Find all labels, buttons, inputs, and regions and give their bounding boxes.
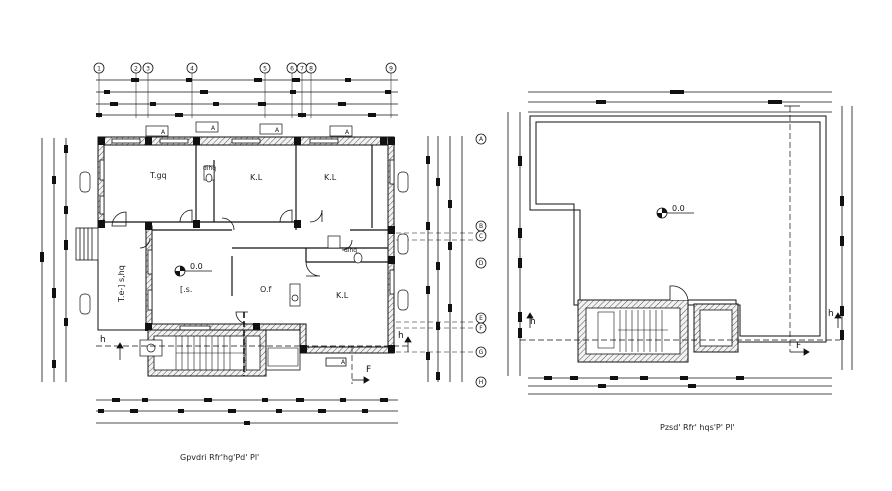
grid-row-label: D (479, 260, 484, 267)
level-right: 0.0 (672, 204, 685, 213)
section-tags (145, 121, 353, 137)
room-label-wc-1: dihq (203, 165, 216, 172)
room-label-top-left: T.gq (149, 171, 167, 180)
right-marker-h-right: h (828, 309, 834, 319)
marker-h-right: h (398, 331, 404, 341)
right-top-dimension-lines (528, 91, 832, 113)
right-bottom-dimension-lines (528, 377, 832, 395)
section-tag-1: A (161, 129, 166, 136)
grid-row-label: G (479, 349, 484, 356)
section-tag-4: A (345, 129, 350, 136)
grid-column-label: 4 (190, 66, 194, 73)
grid-column-label: 3 (146, 66, 150, 73)
right-dimension-lines (427, 136, 463, 382)
room-label-right-lower: K.L (336, 291, 349, 300)
grid-row-bubble (475, 346, 487, 358)
room-label-wc-2: dihq (344, 247, 357, 254)
room-label-center: [.s. (180, 285, 192, 294)
grid-row-bubble (475, 230, 487, 242)
marker-h-left: h (100, 335, 106, 345)
door-swings (111, 209, 353, 325)
top-dimension-ticks (96, 78, 391, 117)
arrows (116, 336, 412, 384)
grid-row-leaders (396, 232, 476, 353)
right-marker-h-left: h (530, 317, 536, 327)
right-arrows (526, 105, 842, 356)
stair-tower (577, 285, 739, 363)
marker-f: F (366, 365, 371, 375)
grid-row-label: H (479, 379, 484, 386)
grid-row-label: B (479, 223, 483, 230)
grid-column-label: 5 (263, 66, 267, 73)
grid-column-label: 8 (309, 66, 313, 73)
grid-row-label: E (479, 315, 483, 322)
entrance-steps (75, 227, 99, 261)
grid-row-label: F (479, 325, 483, 332)
left-plan-caption: Gpvdri Rfr'hg'Pd' Pl' (180, 453, 259, 462)
left-side-outline (97, 260, 146, 331)
room-label-top-right: K.L (324, 173, 337, 182)
left-dimension-lines (41, 138, 67, 382)
external-units (79, 171, 409, 315)
level-symbol-right (656, 207, 694, 219)
right-top-ticks (596, 90, 782, 104)
datum-lines (96, 345, 408, 384)
grid-row-bubble (475, 322, 487, 334)
room-label-left-side: T.e-] s,hq (117, 265, 126, 303)
grid-column-label: 2 (134, 66, 138, 73)
marker-a-bottom: A (341, 359, 346, 366)
stair-block (147, 312, 301, 377)
grid-row-label: A (479, 136, 484, 143)
grid-row-bubble (475, 257, 487, 269)
exterior-walls (97, 136, 395, 354)
grid-column-label: 9 (389, 66, 393, 73)
right-datum-lines (520, 106, 840, 352)
room-label-top-mid: K.L (250, 173, 263, 182)
right-plan-caption: Pzsd' Rfr' hqs'P' Pl' (660, 423, 735, 432)
room-label-center-right: O.f (260, 285, 272, 294)
grid-column-label: 7 (300, 66, 304, 73)
right-side-ticks (518, 156, 844, 340)
fixtures (139, 165, 363, 357)
right-marker-f: F (796, 341, 801, 351)
grid-column-label: 6 (290, 66, 294, 73)
right-floor-plan: h h F 0.0 Pzsd' Rfr' hqs'P' Pl' (507, 90, 853, 432)
grid-row-bubble (475, 133, 487, 145)
right-dimension-ticks (426, 156, 452, 380)
level-left: 0.0 (190, 262, 203, 271)
right-bottom-ticks (544, 376, 744, 388)
left-dimension-ticks (40, 145, 68, 368)
grid-row-bubble (475, 376, 487, 388)
roof-outline (529, 115, 827, 343)
grid-row-label: C (479, 233, 483, 240)
top-dimension-lines (96, 79, 398, 116)
grid-column-label: 1 (97, 66, 101, 73)
bottom-dimension-ticks (98, 398, 388, 425)
section-tag-2: A (211, 125, 216, 132)
grid-row-bubbles: A BC D EF G H (475, 133, 487, 388)
level-symbol-left (174, 265, 212, 277)
windows (99, 138, 395, 331)
section-tag-3: A (275, 127, 280, 134)
bottom-dimension-lines (96, 399, 398, 424)
wall-columns (98, 137, 395, 353)
